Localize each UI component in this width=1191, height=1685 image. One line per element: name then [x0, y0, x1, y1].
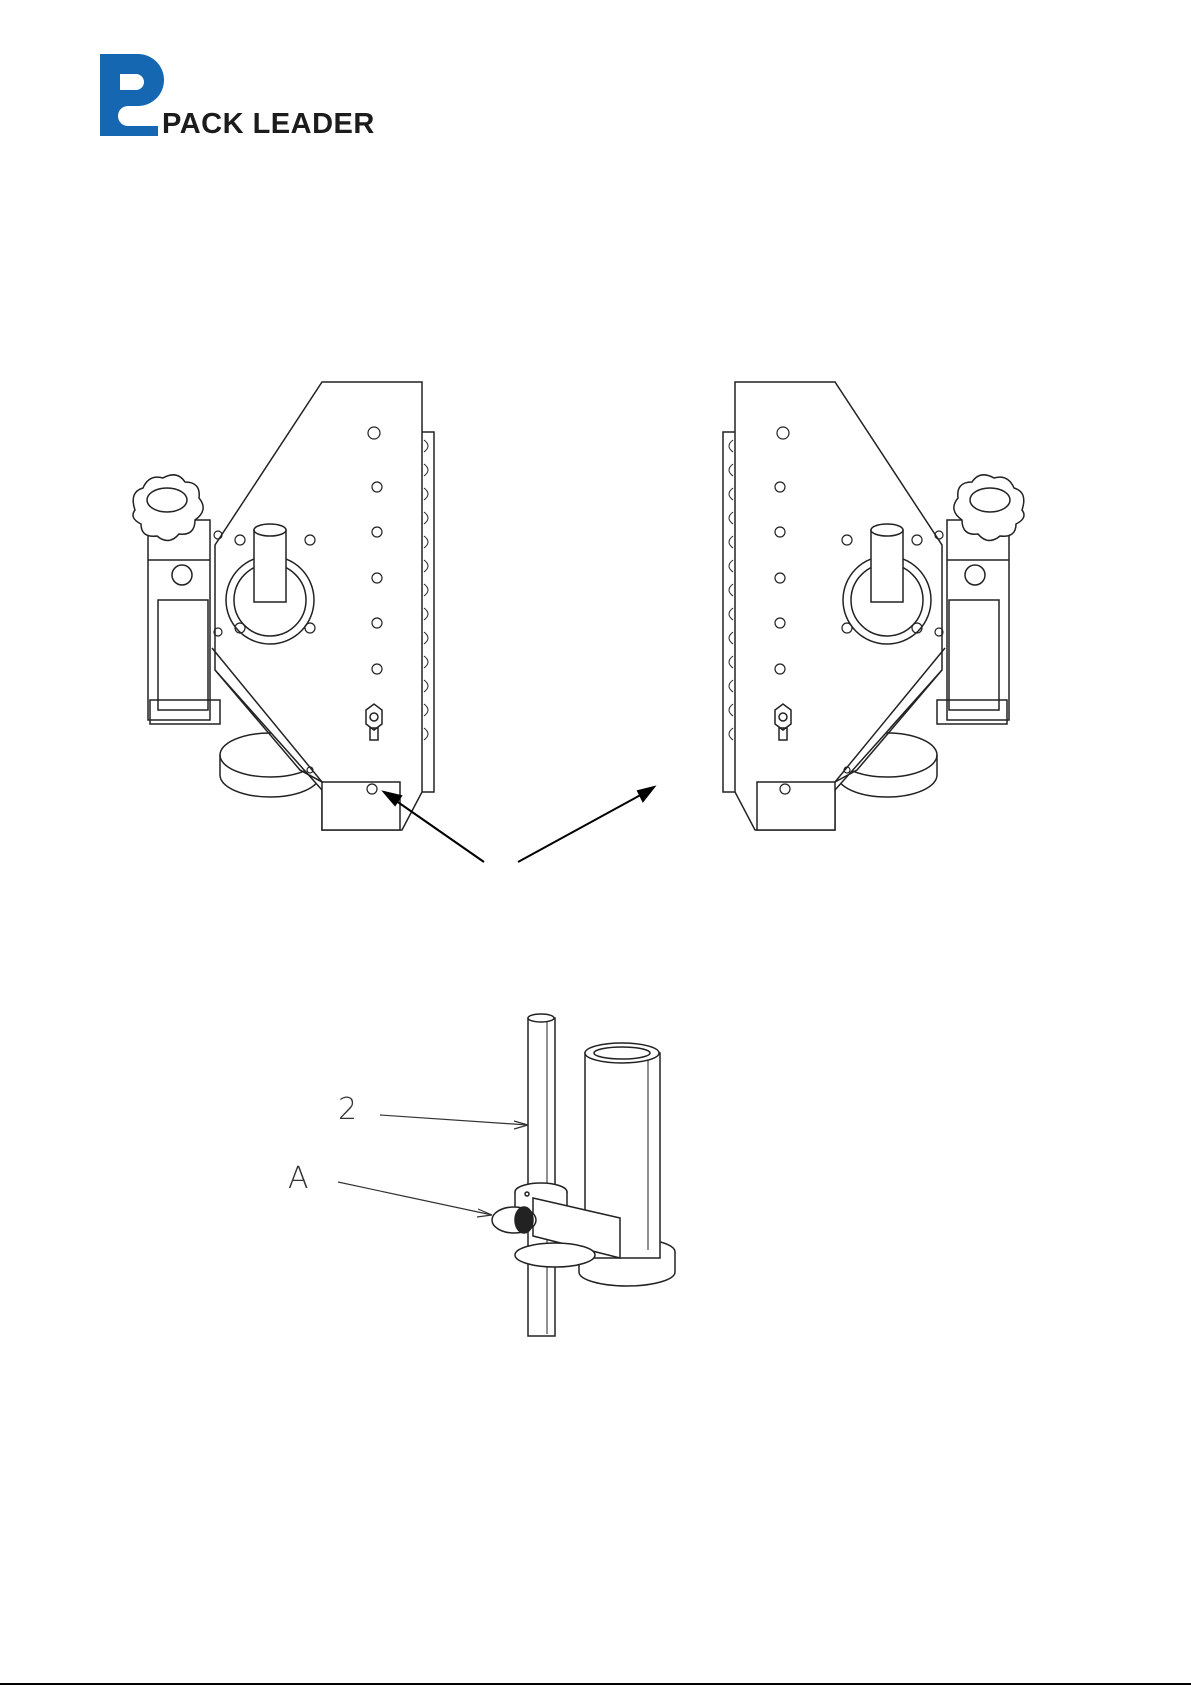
- labeler-heads-figure: [0, 360, 1191, 900]
- brand-name: PACK LEADER: [162, 108, 375, 141]
- right-labeler-head: [723, 382, 1024, 830]
- pack-leader-logo-icon: [98, 52, 168, 138]
- callout-label-2: 2: [338, 1095, 357, 1125]
- callout-label-a: A: [288, 1164, 309, 1194]
- left-labeler-head: [133, 382, 434, 830]
- post-clamp-figure: [0, 1000, 1191, 1360]
- pointer-arrows: [384, 787, 654, 862]
